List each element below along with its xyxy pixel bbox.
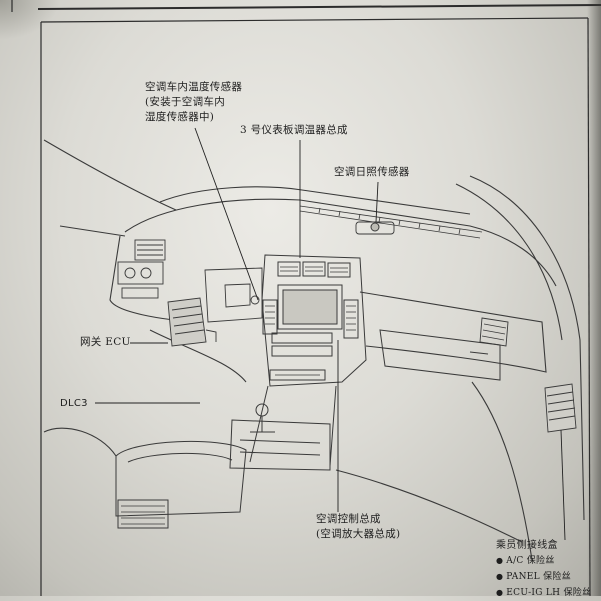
ac-control-line-2: (空调放大器总成) xyxy=(316,528,401,540)
defroster-grille xyxy=(299,205,483,239)
leader-solar-sensor xyxy=(375,181,379,223)
ac-control-label: 空调控制总成 (空调放大器总成) xyxy=(316,512,400,542)
cabin-temp-sensor-line-1: 空调车内温度传感器 xyxy=(145,81,243,93)
photo-corner-shadow xyxy=(0,0,60,40)
solar-sensor-label: 空调日照传感器 xyxy=(334,166,410,178)
dash-thermistor-label: 3 号仪表板调温器总成 xyxy=(240,124,348,136)
photo-edge-shadow xyxy=(587,0,601,596)
fuse-ecu-ig-lh: ECU-IG LH 保险丝 xyxy=(496,585,591,601)
leader-cabin-temp-sensor xyxy=(194,127,259,301)
cabin-temp-sensor-line-3: 湿度传感器中) xyxy=(145,111,215,123)
junction-box-label: 乘员侧接线盒 A/C 保险丝 PANEL 保险丝 ECU-IG LH 保险丝 xyxy=(496,538,591,601)
solar-sensor-shape xyxy=(355,221,395,235)
center-stack xyxy=(261,254,367,387)
glove-box xyxy=(379,329,501,381)
steering-column-area xyxy=(204,267,263,323)
rear-armrest xyxy=(115,440,247,529)
dashboard-outline xyxy=(43,139,585,561)
cabin-temp-sensor-line-2: (安装于空调车内 xyxy=(145,96,225,108)
center-console xyxy=(229,385,337,471)
gateway-ecu-label: 网关 ECU xyxy=(80,336,131,348)
junction-box-title: 乘员侧接线盒 xyxy=(496,540,558,551)
left-vent xyxy=(134,239,166,261)
junction-box-shape xyxy=(544,383,577,433)
ac-control-line-1: 空调控制总成 xyxy=(316,513,381,525)
fuse-panel: PANEL 保险丝 xyxy=(496,569,591,585)
leader-junction-box xyxy=(560,429,566,541)
gateway-ecu-shape xyxy=(167,297,217,347)
cabin-temp-sensor-label: 空调车内温度传感器 (安装于空调车内 湿度传感器中) xyxy=(145,80,242,125)
knob-panel xyxy=(117,261,164,299)
dlc3-label: DLC3 xyxy=(60,398,88,409)
right-vent xyxy=(479,317,509,347)
fuse-ac: A/C 保险丝 xyxy=(496,553,591,569)
